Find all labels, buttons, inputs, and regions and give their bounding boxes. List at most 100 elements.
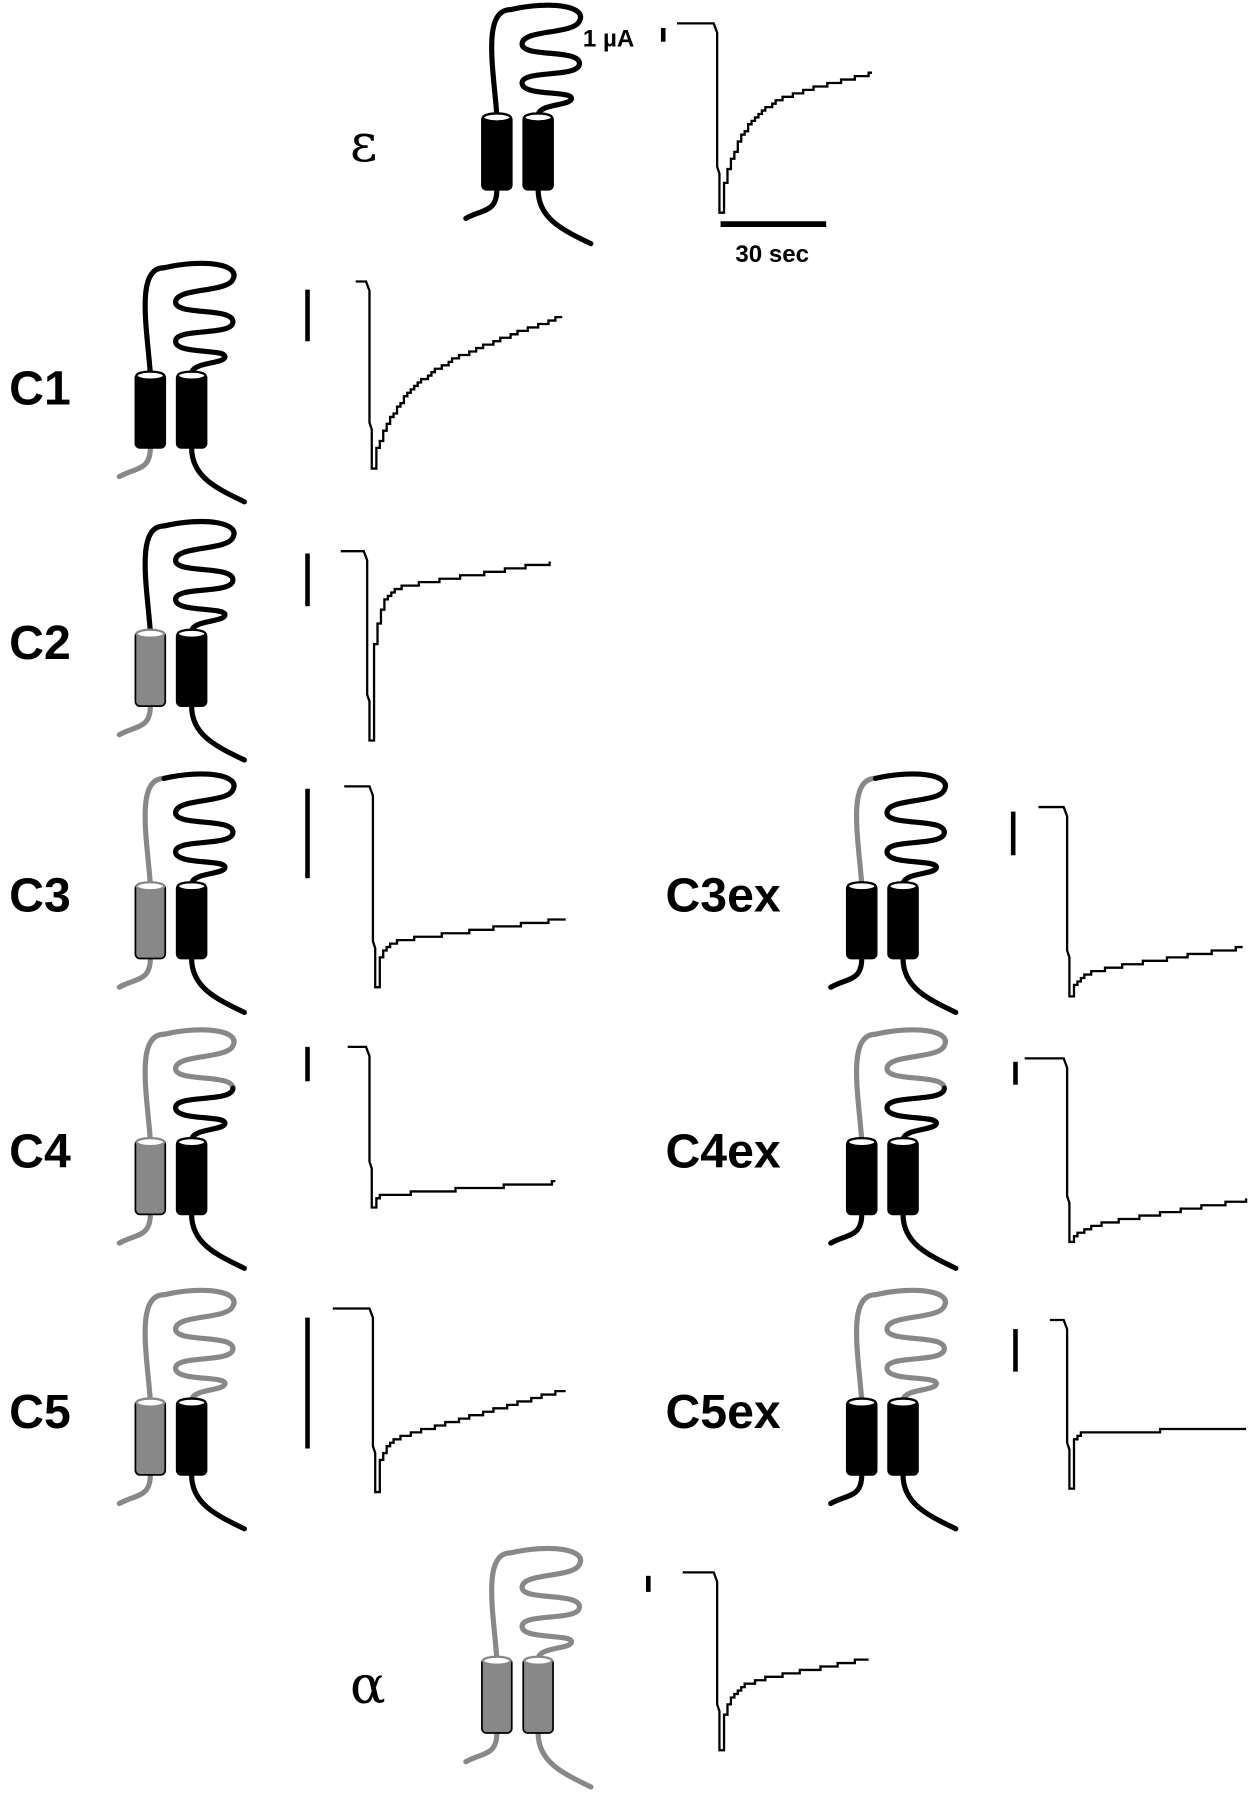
tm1-helix — [134, 372, 167, 449]
tailC-segment — [900, 1472, 959, 1532]
panel-C3ex: C3ex — [666, 771, 1243, 1016]
tm2-helix-top — [888, 1397, 918, 1408]
tm2-helix — [175, 630, 208, 707]
tailC-segment — [189, 445, 247, 505]
tm2-helix — [175, 883, 208, 960]
construct-label: ε — [350, 113, 377, 174]
receptor-topology-icon — [116, 771, 247, 1016]
panel-C5ex: C5ex — [666, 1287, 1247, 1532]
panel-C4ex: C4ex — [666, 1027, 1248, 1271]
arm-segment — [489, 7, 514, 118]
construct-label: C2 — [9, 616, 71, 670]
tm1-helix — [481, 114, 513, 191]
coilsLower-segment — [519, 60, 583, 118]
arm-segment — [142, 775, 167, 887]
tailN-segment — [463, 1730, 500, 1765]
current-trace — [340, 550, 551, 742]
tm2-helix-top — [176, 881, 207, 892]
current-trace — [1024, 1057, 1248, 1244]
tailC-segment — [535, 187, 594, 247]
coilsLower-segment — [519, 1604, 583, 1662]
tailN-segment — [116, 1472, 153, 1507]
tm2-helix — [887, 1138, 919, 1216]
tm1-helix — [134, 1399, 167, 1476]
tailN-segment — [116, 1211, 153, 1246]
panel-C5: C5 — [9, 1287, 566, 1532]
tm1-helix-top — [481, 112, 512, 123]
coilsLower-segment — [884, 1346, 947, 1403]
tailN-segment — [828, 1472, 865, 1507]
panel-alpha: α — [350, 1545, 869, 1790]
tm2-helix-top — [523, 112, 554, 123]
coilsLower-segment — [172, 1085, 236, 1143]
tm2-helix — [522, 1657, 554, 1734]
construct-label: α — [350, 1655, 386, 1716]
construct-label: C4ex — [666, 1124, 781, 1178]
panel-C1: C1 — [9, 260, 563, 505]
coilsUpper-segment — [161, 518, 237, 583]
tailC-segment — [189, 703, 247, 763]
coilsLower-segment — [172, 319, 236, 376]
arm-segment — [142, 1031, 167, 1143]
tailC-segment — [189, 1211, 247, 1271]
current-trace — [344, 785, 566, 989]
receptor-topology-icon — [828, 771, 959, 1016]
tm1-helix — [134, 1138, 167, 1216]
tm1-helix — [134, 630, 167, 707]
current-trace — [676, 22, 873, 214]
tm2-helix-top — [176, 1136, 207, 1148]
coilsUpper-segment — [161, 1287, 237, 1352]
arm-segment — [489, 1550, 514, 1662]
coilsUpper-segment — [872, 1287, 948, 1352]
arm-segment — [142, 265, 167, 376]
tailN-segment — [828, 1211, 865, 1246]
tm2-helix — [175, 1399, 208, 1476]
arm-segment — [853, 1031, 879, 1143]
current-trace — [355, 280, 563, 470]
receptor-topology-icon — [116, 260, 247, 505]
receptor-topology-icon — [116, 1287, 247, 1532]
construct-label: C5 — [9, 1385, 71, 1439]
tailN-segment — [116, 703, 153, 738]
receptor-topology-icon — [828, 1287, 959, 1532]
receptor-topology-icon — [116, 518, 247, 763]
current-trace — [1038, 805, 1243, 998]
receptor-topology-icon — [116, 1027, 247, 1271]
time-scale-label: 30 sec — [735, 241, 809, 268]
arm-segment — [142, 1292, 167, 1403]
tailC-segment — [189, 1472, 247, 1532]
tailC-segment — [900, 955, 959, 1016]
tm1-helix — [845, 1138, 878, 1216]
tm2-helix-top — [523, 1655, 554, 1666]
tm1-helix-top — [135, 881, 166, 892]
receptor-topology-icon — [828, 1027, 959, 1271]
current-trace — [332, 1307, 566, 1494]
tailN-segment — [116, 445, 153, 480]
current-trace — [682, 1571, 869, 1752]
coilsUpper-segment — [872, 1027, 948, 1091]
tm1-helix-top — [846, 881, 877, 892]
tm2-helix — [887, 883, 919, 960]
coilsLower-segment — [172, 577, 236, 635]
construct-label: C4 — [9, 1124, 71, 1178]
construct-label: C3ex — [666, 868, 781, 922]
coilsUpper-segment — [508, 2, 584, 67]
tm1-helix-top — [846, 1397, 877, 1408]
tm1-helix — [845, 1399, 878, 1476]
tailN-segment — [463, 187, 500, 222]
panel-C4: C4 — [9, 1027, 556, 1271]
tailN-segment — [116, 955, 153, 990]
tailC-segment — [189, 955, 247, 1016]
coilsUpper-segment — [161, 260, 237, 325]
tm1-helix-top — [135, 1136, 166, 1148]
tm2-helix-top — [888, 881, 918, 892]
coilsLower-segment — [172, 829, 236, 887]
current-trace — [1049, 1318, 1247, 1490]
current-scale-label: 1 µA — [583, 25, 634, 52]
tm1-helix-top — [135, 628, 166, 639]
panel-C2: C2 — [9, 518, 551, 763]
tm1-helix-top — [135, 1397, 166, 1408]
construct-label: C1 — [9, 361, 71, 415]
tm2-helix — [887, 1399, 919, 1476]
